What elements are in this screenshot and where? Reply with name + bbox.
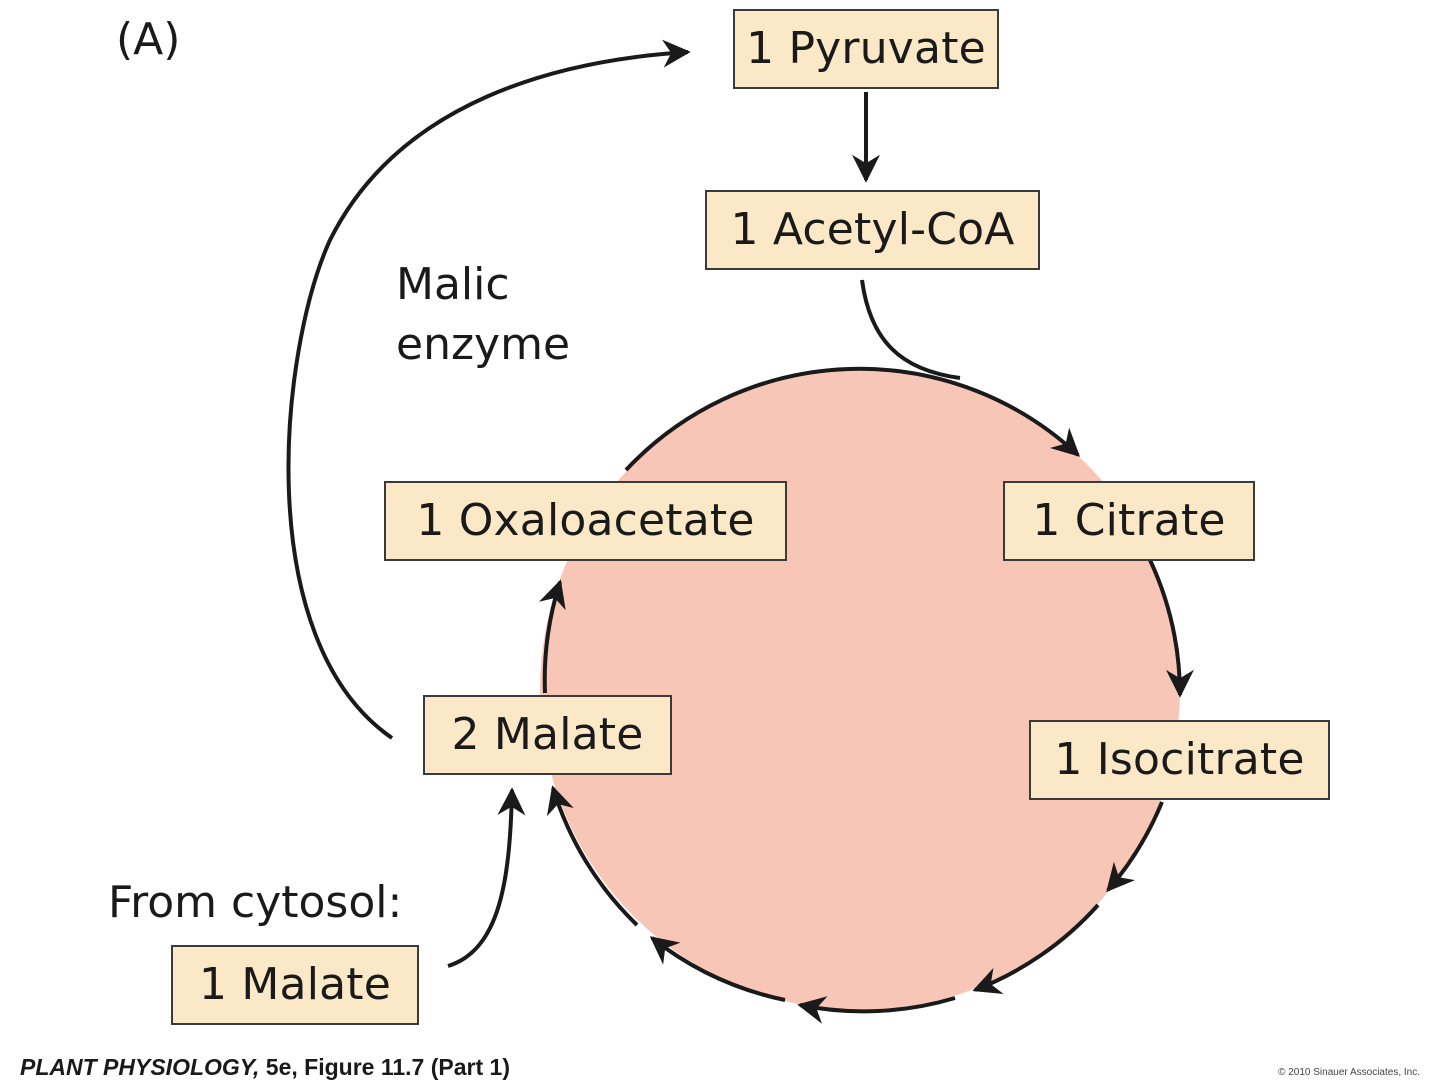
node-2-malate: 2 Malate [423, 695, 672, 775]
arc-top-to-citrate [624, 366, 1081, 472]
arc-bottom-segment [797, 996, 956, 1024]
node-acetyl-coa: 1 Acetyl-CoA [705, 190, 1040, 270]
node-1-malate: 1 Malate [171, 945, 419, 1025]
node-pyruvate: 1 Pyruvate [733, 9, 999, 89]
arc-lower-left-segment [649, 936, 786, 1002]
arc-citrate-to-isocitrate [1148, 559, 1194, 698]
figure-caption: PLANT PHYSIOLOGY, 5e, Figure 11.7 (Part … [20, 1052, 510, 1082]
arc-lower-right-segment [972, 903, 1100, 994]
arrow-malic-enzyme [286, 39, 691, 740]
arc-isocitrate-to-lower-right [1106, 801, 1164, 893]
arrow-cytosol-malate-import [447, 787, 526, 968]
arrow-acetyl-coa-into-cycle [860, 279, 961, 380]
cycle-circle [540, 370, 1180, 1010]
copyright-notice: © 2010 Sinauer Associates, Inc. [1278, 1067, 1420, 1078]
panel-label: (A) [116, 14, 181, 65]
from-cytosol-label: From cytosol: [108, 877, 403, 928]
arc-to-2-malate [546, 785, 639, 927]
node-isocitrate: 1 Isocitrate [1029, 720, 1330, 800]
node-citrate: 1 Citrate [1003, 481, 1255, 561]
arc-malate-to-oxaloacetate [538, 579, 566, 694]
caption-figure-ref: 5e, Figure 11.7 (Part 1) [259, 1054, 510, 1080]
malic-enzyme-label-line1: Malic [396, 259, 510, 310]
caption-book-title: PLANT PHYSIOLOGY, [20, 1054, 260, 1080]
malic-enzyme-label-line2: enzyme [396, 319, 571, 370]
node-oxaloacetate: 1 Oxaloacetate [384, 481, 787, 561]
